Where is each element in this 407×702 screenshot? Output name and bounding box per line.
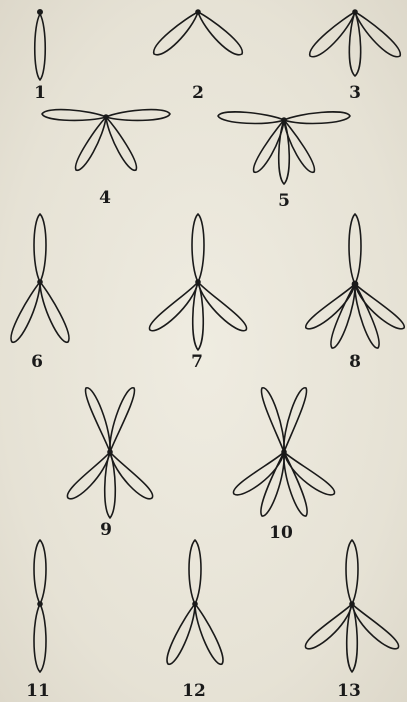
figure-13 [305, 540, 398, 672]
figure-label-5: 5 [278, 193, 290, 210]
figure-6 [11, 214, 69, 342]
figure-label-1: 1 [34, 85, 46, 102]
figure-label-9: 9 [100, 522, 112, 539]
figure-3 [310, 10, 401, 76]
figure-label-10: 10 [269, 525, 293, 542]
figure-label-2: 2 [192, 85, 204, 102]
figure-10 [233, 388, 334, 516]
figure-label-13: 13 [337, 683, 361, 700]
figure-label-7: 7 [191, 354, 203, 371]
figure-9 [67, 388, 152, 518]
figure-1 [35, 10, 46, 80]
figure-4 [42, 110, 170, 171]
figure-5 [218, 112, 350, 184]
figure-label-12: 12 [182, 683, 206, 700]
figure-12 [167, 540, 223, 664]
figure-2 [154, 10, 243, 55]
figure-7 [149, 214, 246, 350]
figure-label-4: 4 [99, 190, 111, 207]
figure-label-11: 11 [26, 683, 50, 700]
figure-11 [34, 540, 46, 672]
figure-label-8: 8 [349, 354, 361, 371]
figure-label-3: 3 [349, 85, 361, 102]
figure-label-6: 6 [31, 354, 43, 371]
figure-8 [306, 214, 405, 348]
